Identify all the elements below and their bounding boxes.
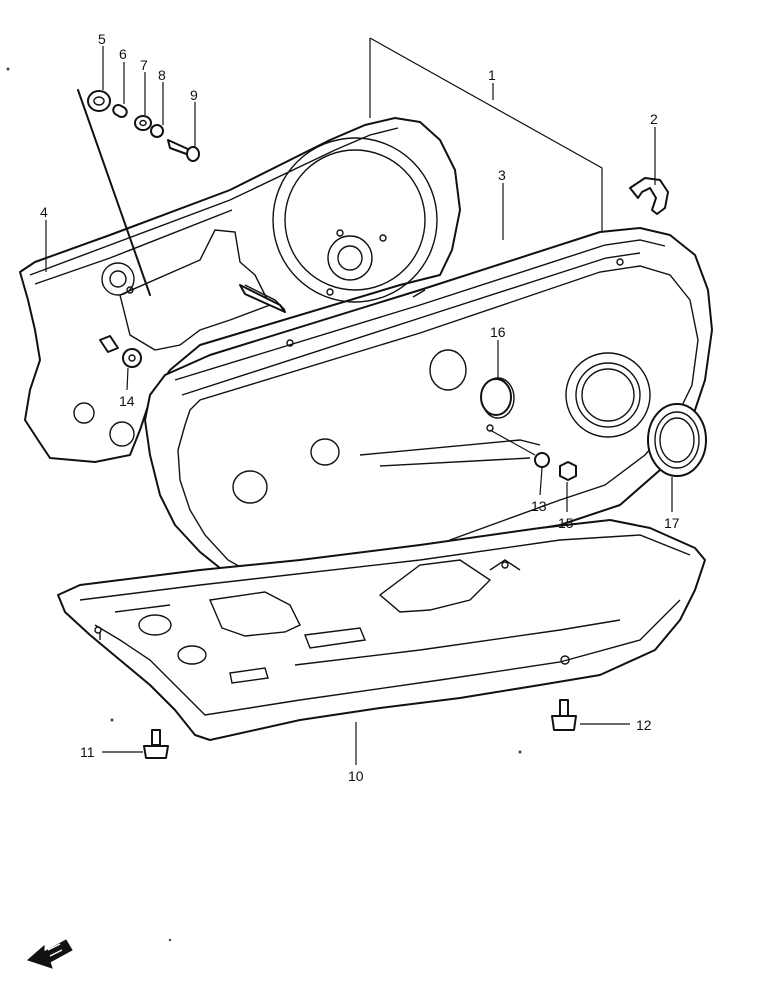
scan-specks [6,67,522,942]
clamp-part-2 [629,177,669,215]
bolt-part-12 [551,699,577,731]
stud-bolt [77,89,286,313]
callout-15: 15 [558,515,574,531]
callout-9: 9 [190,87,198,103]
outer-case-part-3 [144,227,713,601]
callout-8: 8 [158,67,166,83]
grommet-part-14 [122,348,142,368]
oil-seal-part-17 [647,403,707,477]
nut-part-5 [87,90,111,112]
callout-1: 1 [488,67,496,83]
callout-6: 6 [119,46,127,62]
nut-part-15 [559,461,577,481]
callout-5: 5 [98,31,106,47]
under-cover-part-10 [57,519,706,741]
spacer-part-6 [112,104,128,118]
callout-12: 12 [636,717,652,733]
callout-16: 16 [490,324,506,340]
washer-part-13 [534,452,550,468]
callout-labels: 1 2 3 4 5 6 7 8 9 10 11 12 13 14 15 16 1… [40,31,680,784]
callout-3: 3 [498,167,506,183]
rear-case-part-4 [19,117,461,463]
callout-17: 17 [664,515,680,531]
front-direction-arrow-icon [27,939,73,969]
callout-11: 11 [80,744,95,760]
bolt-part-11 [143,729,169,759]
callout-10: 10 [348,768,364,784]
washer-part-7 [134,115,152,131]
lock-washer-part-8 [150,124,164,138]
callout-2: 2 [650,111,658,127]
callout-13: 13 [531,498,547,514]
cap-part-16 [480,378,512,416]
small-bolt [99,335,119,353]
bolt-part-9 [167,139,200,162]
leader-lines [45,37,673,765]
callout-14: 14 [119,393,135,409]
callout-7: 7 [140,57,148,73]
callout-4: 4 [40,204,48,220]
